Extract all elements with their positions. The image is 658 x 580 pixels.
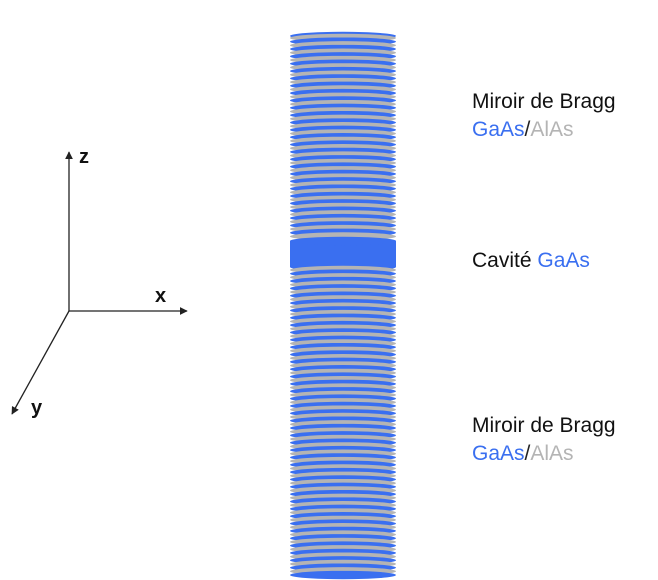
y-axis: [11, 310, 70, 415]
pillar-stack: [290, 31, 396, 580]
coordinate-axes: [11, 151, 188, 415]
top-mirror-gaas: GaAs: [472, 118, 525, 141]
cavity-title: Cavité: [472, 249, 532, 272]
bottom-mirror-sep: /: [524, 442, 531, 465]
bottom-mirror-materials: GaAs/AlAs: [472, 440, 574, 468]
top-mirror-materials: GaAs/AlAs: [472, 116, 574, 144]
cavity-label: Cavité GaAs: [472, 247, 590, 275]
bottom-mirror-gaas: GaAs: [472, 442, 525, 465]
gaas-layer-bottom: [290, 570, 396, 580]
bottom-mirror-alas: AlAs: [530, 442, 574, 465]
cavity-top-edge: [290, 236, 396, 246]
bottom-mirror-title: Miroir de Bragg: [472, 414, 616, 437]
cavity-gaas: GaAs: [537, 249, 590, 272]
cavity-layer: [290, 241, 396, 267]
top-mirror-title: Miroir de Bragg: [472, 90, 616, 113]
x-axis-label: x: [155, 285, 167, 307]
y-axis-label: y: [31, 397, 43, 419]
top-mirror-alas: AlAs: [530, 118, 574, 141]
z-axis-label: z: [79, 146, 89, 168]
top-mirror-sep: /: [524, 118, 531, 141]
